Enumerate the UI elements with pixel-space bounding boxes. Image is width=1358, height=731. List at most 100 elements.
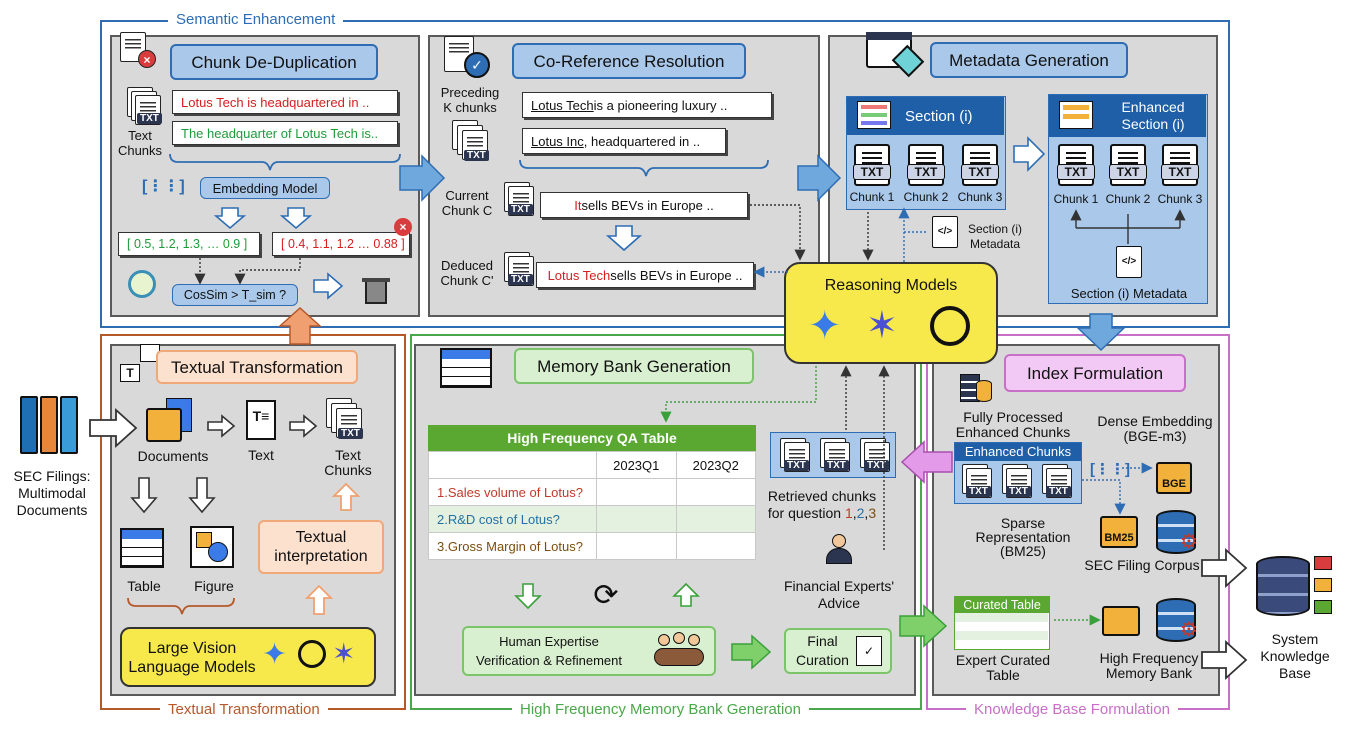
enhanced-metadata-icon: </> [1116, 246, 1142, 278]
memory-table-icon [440, 348, 492, 388]
section-metadata-small: Section (i) Metadata [967, 222, 1023, 251]
hf-memory-label: High Frequency Memory Bank [1099, 650, 1199, 681]
table-icon [120, 528, 164, 568]
text-chunks-out-icon: TXT [326, 398, 366, 440]
dense-embedding-label: Dense Embedding (BGE-m3) [1097, 413, 1213, 444]
preceding-label: Preceding K chunks [440, 85, 500, 115]
section-chunk-2-icon: TXT [907, 144, 945, 186]
documents-label: Documents [137, 448, 209, 464]
final-curation-text: Final Curation [796, 633, 849, 668]
chunk-a: Lotus Tech is headquartered in .. [172, 90, 398, 114]
qwen-icon: ✶ [866, 305, 898, 347]
memory-bank-label: High Frequency Memory Bank Generation [512, 701, 809, 719]
corpus-db-icon [1156, 510, 1196, 554]
section-chunk-1-icon: TXT [853, 144, 891, 186]
text-icon: T≡ [246, 400, 276, 440]
gemini-icon: ✦ [808, 304, 842, 348]
enhanced-metadata-label: Section (i) Metadata [1070, 286, 1188, 301]
text-chunks-label: Text Chunks [117, 128, 163, 158]
current-chunk: It sells BEVs in Europe .. [540, 192, 748, 218]
vector-b: [ 0.4, 1.1, 1.2 … 0.88 ] [272, 232, 410, 256]
semantic-enhancement-frame [100, 20, 1230, 328]
current-chunk-text: sells BEVs in Europe .. [581, 197, 714, 213]
qa-col-1: 2023Q1 [596, 451, 677, 479]
reject-icon: × [394, 218, 412, 236]
qa-row-3: 3.Gross Margin of Lotus? [428, 532, 597, 560]
sec-filings-label: SEC Filings: Multimodal Documents [13, 468, 91, 518]
enhanced-chunk-1-icon: TXT [1057, 144, 1095, 186]
section-list-icon [857, 101, 891, 129]
coref-title: Co-Reference Resolution [512, 43, 746, 79]
vector-a: [ 0.5, 1.2, 1.3, … 0.9 ] [118, 232, 260, 256]
qa-table-title: High Frequency QA Table [428, 425, 756, 451]
hf-db-icon [1156, 598, 1196, 642]
section-chunk-2-label: Chunk 2 [903, 190, 949, 204]
curated-table-header: Curated Table [955, 597, 1049, 613]
preceding-chunks-icon: TXT [452, 120, 492, 161]
preceding-chunk-1-entity: Lotus Tech [531, 97, 594, 113]
system-kb-label: System Knowledge Base [1260, 631, 1330, 681]
preceding-chunk-1: Lotus Tech is a pioneering luxury .. [522, 92, 772, 118]
documents-icon [146, 398, 196, 446]
enhanced-chunks-header: Enhanced Chunks [955, 443, 1081, 461]
cossim-text: CosSim > T_sim ? [183, 287, 287, 302]
lvlm-box [120, 627, 376, 687]
preceding-chunk-2-text: , headquartered in .. [583, 133, 701, 149]
deduced-chunk-text: sells BEVs in Europe .. [610, 267, 743, 283]
expert-curated-label: Expert Curated Table [955, 652, 1051, 683]
preceding-chunk-2: Lotus Inc, headquartered in .. [522, 128, 726, 154]
hf-gear-icon: ⚙ [1180, 619, 1198, 641]
table-label: Table [127, 578, 161, 594]
textual-interpretation-text: Textual interpretation [274, 529, 368, 565]
retrieved-text: Retrieved chunks for question [767, 488, 877, 521]
kb-embedding-icon: [⋮⋮] [1090, 461, 1130, 478]
qa-table-grid: 2023Q1 2023Q2 1.Sales volume of Lotus? 2… [428, 451, 756, 560]
hf-folder-icon [1102, 606, 1140, 636]
enhanced-chunk-1-label: Chunk 1 [1053, 192, 1099, 206]
retrieved-chunk-3-icon: TXT [860, 438, 890, 472]
magnifier-icon [128, 270, 156, 298]
lvlm-qwen-icon: ✶ [332, 638, 356, 669]
deduced-chunk-entity: Lotus Tech [547, 267, 611, 283]
reasoning-models-title: Reasoning Models [824, 277, 958, 294]
sparse-label: Sparse Representation (BM25) [975, 515, 1071, 559]
curated-table: Curated Table [954, 596, 1050, 650]
textual-interpretation: Textual interpretation [258, 520, 384, 574]
bm25-folder-icon: BM25 [1100, 516, 1138, 548]
kb-chunk-1-icon: TXT [962, 464, 992, 498]
deduced-chunk: Lotus Tech sells BEVs in Europe .. [536, 262, 754, 288]
preceding-chunk-1-text: is a pioneering luxury .. [593, 97, 728, 113]
section-chunk-3-label: Chunk 3 [957, 190, 1003, 204]
retrieved-q1: 1 [844, 505, 853, 521]
coref-icon: ✓ [440, 32, 492, 78]
fully-processed-label: Fully Processed Enhanced Chunks [955, 409, 1071, 440]
metadata-icon [866, 28, 925, 78]
refresh-icon: ⟳ [593, 579, 619, 612]
preceding-chunk-2-entity: Lotus Inc [531, 133, 584, 149]
human-expertise-text: Human Expertise Verification & Refinemen… [476, 634, 622, 668]
lvlm-gemini-icon: ✦ [262, 638, 288, 671]
retrieved-q3: 3 [868, 505, 877, 521]
openai-icon [930, 306, 970, 346]
enhanced-section-title: Enhanced Section (i) [1121, 99, 1185, 132]
deduced-chunk-icon: TXT [504, 252, 536, 288]
enhanced-chunk-3-icon: TXT [1161, 144, 1199, 186]
current-chunk-pronoun: It [574, 197, 582, 213]
current-chunk-label: Current Chunk C [441, 188, 493, 218]
team-icon [652, 632, 706, 670]
section-chunk-3-icon: TXT [961, 144, 999, 186]
enhanced-chunk-2-label: Chunk 2 [1105, 192, 1151, 206]
semantic-enhancement-label: Semantic Enhancement [168, 11, 344, 29]
chunk-b: The headquarter of Lotus Tech is.. [172, 121, 398, 145]
knowledge-base-label: Knowledge Base Formulation [966, 701, 1178, 719]
retrieved-chunk-1-icon: TXT [780, 438, 810, 472]
trash-icon [360, 270, 392, 304]
retrieved-label: Retrieved chunks for question 1,2,3 [767, 488, 877, 521]
section-chunk-1-label: Chunk 1 [849, 190, 895, 204]
enhanced-section-icon [1059, 101, 1093, 129]
enhanced-chunk-3-label: Chunk 3 [1157, 192, 1203, 206]
section-title: Section (i) [905, 108, 973, 125]
qa-row-1: 1.Sales volume of Lotus? [428, 478, 597, 506]
text-chunks-out-label: Text Chunks [324, 447, 372, 478]
lvlm-label: Large Vision Language Models [128, 640, 256, 676]
